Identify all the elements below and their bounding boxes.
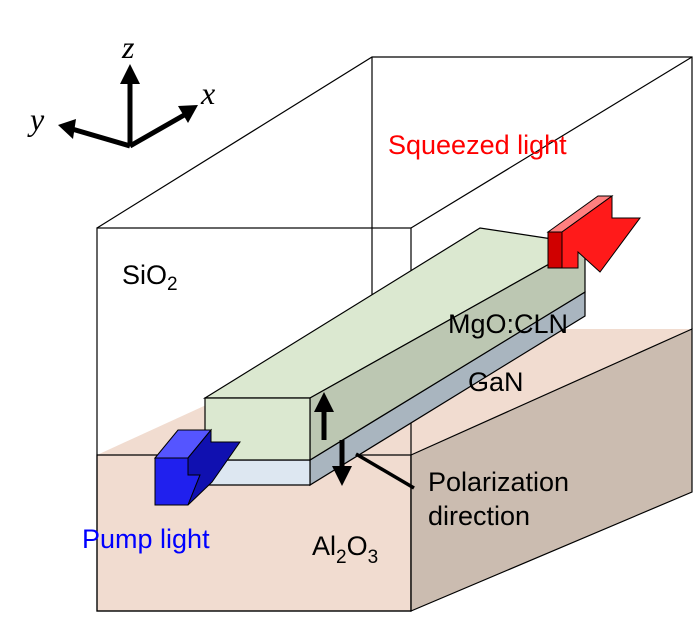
- polarization-arrows: [314, 392, 415, 490]
- o-subscript: 3: [368, 547, 379, 568]
- sio2-back-top-edge: [96, 56, 693, 329]
- squeezed-light-arrow: [546, 195, 641, 273]
- polarization-leader-line: [355, 452, 415, 490]
- blue-arrow-side: [187, 428, 241, 506]
- gan-label: GaN: [468, 367, 524, 397]
- mgo-cln-ridge: [202, 227, 587, 462]
- sio2-main-text: SiO: [122, 260, 167, 290]
- direction-label: direction: [428, 501, 530, 531]
- y-axis-arrowhead: [58, 119, 76, 139]
- x-axis-arrowhead: [178, 105, 198, 123]
- o-main-text: O: [347, 531, 368, 561]
- sio2-label: SiO2: [122, 260, 178, 295]
- sio2-right-top-edge: [410, 56, 693, 229]
- z-axis-arrowhead: [120, 64, 140, 84]
- al-main-text: Al: [312, 531, 336, 561]
- z-axis-label: z: [121, 29, 135, 65]
- sio2-subscript: 2: [167, 274, 178, 295]
- polarization-down-head: [332, 466, 352, 486]
- al-subscript: 2: [336, 547, 347, 568]
- sio2-cladding-box: [96, 56, 693, 612]
- y-axis-label: y: [27, 101, 45, 137]
- x-axis-line: [128, 111, 188, 149]
- x-axis-label: x: [200, 75, 215, 111]
- coordinate-axes: z x y: [27, 29, 215, 149]
- al2o3-label: Al2O3: [312, 531, 378, 568]
- y-axis-line: [71, 126, 131, 149]
- polarization-label: Polarization: [428, 467, 569, 497]
- pump-light-arrow: [153, 428, 241, 506]
- pump-light-label: Pump light: [82, 524, 210, 554]
- red-arrow-side: [561, 195, 641, 273]
- mgo-cln-label: MgO:CLN: [448, 309, 568, 339]
- red-arrow-front: [547, 231, 563, 269]
- polarization-up-head: [314, 392, 334, 412]
- squeezed-light-label: Squeezed light: [388, 130, 567, 160]
